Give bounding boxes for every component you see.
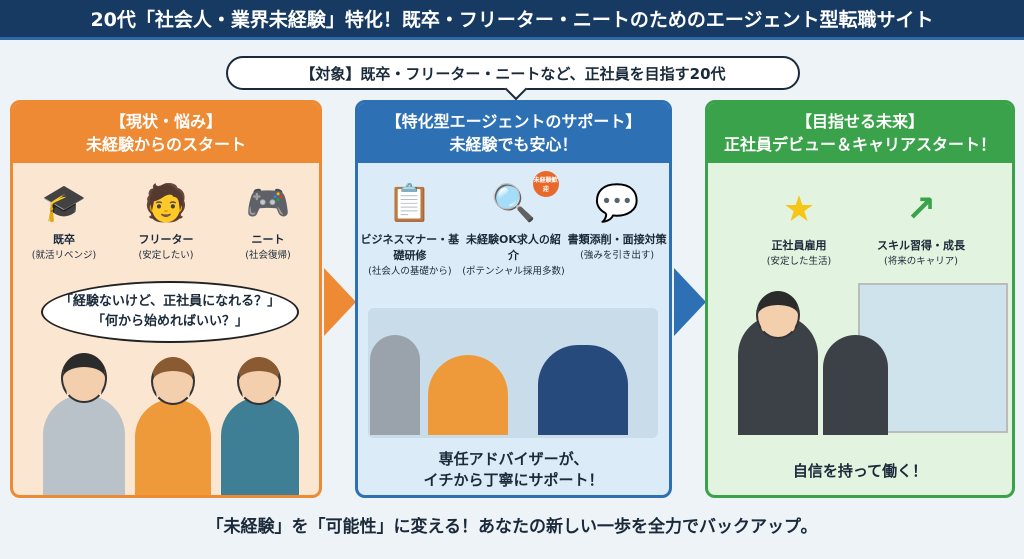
panel-agent-support: 【特化型エージェントのサポート】未経験でも安心！ 📋 ビジネスマナー・基礎研修 (社…: [355, 100, 672, 498]
growth-arrow-icon: ↗: [905, 188, 937, 230]
item-label: 未経験OK求人の紹介: [466, 233, 561, 262]
page-title: 20代「社会人・業界未経験」特化！既卒・フリーター・ニートのためのエージェント型…: [0, 0, 1024, 40]
panel-future: 【目指せる未来】正社員デビュー＆キャリアスタート！ ★ 正社員雇用 (安定した生活)…: [705, 100, 1015, 498]
welcome-badge: 未経験歓迎: [532, 171, 559, 197]
panel-heading: 【目指せる未来】: [795, 112, 924, 131]
bubble-line: 「経験ないけど、正社員になれる？」: [59, 294, 281, 309]
person-head: [61, 353, 107, 403]
search-icon: 🔍: [491, 183, 536, 224]
star-icon: ★: [782, 188, 816, 230]
item-freeter: 🧑 フリーター (安定したい): [116, 175, 217, 261]
client-illustration: [428, 355, 508, 435]
panel-subheading: 正社員デビュー＆キャリアスタート！: [723, 135, 996, 154]
graduation-cap-icon: 🎓: [41, 183, 87, 224]
item-job-introduction: 🔍未経験歓迎未経験OK求人の紹介 (ポテンシャル採用多数): [462, 171, 565, 277]
person-head: [756, 291, 800, 339]
arrow-right-icon: [674, 268, 706, 336]
item-label: ニート: [251, 233, 285, 246]
panel-heading: 【現状・悩み】: [109, 112, 222, 131]
person-head: [237, 357, 281, 405]
caption-line: イチから丁寧にサポート！: [423, 471, 604, 489]
worried-person-illustration: [135, 399, 211, 495]
panel-subheading: 未経験でも安心！: [449, 135, 578, 154]
caption-line: 専任アドバイザーが、: [438, 450, 589, 468]
item-label: スキル習得・成長: [877, 239, 965, 252]
target-audience-label: 【対象】既卒・フリーター・ニートなど、正社員を目指す20代: [226, 56, 800, 90]
interview-icon: 💬: [594, 183, 640, 224]
gamer-icon: 🎮: [245, 183, 291, 224]
support-caption: 専任アドバイザーが、イチから丁寧にサポート！: [358, 449, 669, 491]
item-full-time: ★ 正社員雇用 (安定した生活): [738, 181, 860, 268]
item-sub: (社会復帰): [245, 250, 291, 261]
employee-illustration: [823, 335, 888, 435]
person-head: [151, 357, 195, 405]
item-label: 書類添削・面接対策: [567, 233, 667, 246]
item-label: ビジネスマナー・基礎研修: [360, 233, 460, 262]
item-sub: (安定したい): [138, 250, 194, 261]
item-sub: (強みを引き出す): [580, 250, 655, 261]
panel-heading: 【特化型エージェントのサポート】: [385, 112, 642, 131]
clipboard-icon: 📋: [387, 183, 433, 224]
item-sub: (就活リベンジ): [31, 250, 97, 261]
panel-header: 【特化型エージェントのサポート】未経験でも安心！: [358, 103, 669, 163]
bubble-line: 「何から始めればいい？」: [91, 314, 248, 329]
client-illustration: [370, 335, 420, 435]
item-business-manner: 📋 ビジネスマナー・基礎研修 (社会人の基礎から): [359, 175, 462, 277]
item-label: 既卒: [53, 233, 75, 246]
worried-person-illustration: [221, 397, 299, 495]
item-neet: 🎮 ニート (社会復帰): [218, 175, 319, 261]
item-sub: (将来のキャリア): [884, 256, 958, 267]
item-kisotsu: 🎓 既卒 (就活リベンジ): [14, 175, 115, 261]
panel-header: 【目指せる未来】正社員デビュー＆キャリアスタート！: [708, 103, 1012, 163]
footer-tagline: 「未経験」を「可能性」に変える！あなたの新しい一歩を全力でバックアップ。: [206, 517, 818, 537]
panel-subheading: 未経験からのスタート: [85, 135, 246, 154]
future-caption: 自信を持って働く！: [792, 462, 928, 480]
person-icon: 🧑: [143, 183, 189, 224]
panel-current-situation: 【現状・悩み】未経験からのスタート 🎓 既卒 (就活リベンジ) 🧑 フリーター (安定し…: [10, 100, 322, 498]
thought-bubble: 「経験ないけど、正社員になれる？」「何から始めればいい？」: [41, 281, 299, 343]
item-sub: (ポテンシャル採用多数): [462, 266, 565, 277]
item-label: フリーター: [138, 233, 194, 246]
item-interview-prep: 💬 書類添削・面接対策 (強みを引き出す): [566, 175, 669, 277]
item-label: 正社員雇用: [771, 239, 827, 252]
panel-header: 【現状・悩み】未経験からのスタート: [13, 103, 319, 163]
arrow-right-icon: [324, 268, 356, 336]
item-sub: (社会人の基礎から): [368, 266, 452, 277]
worried-person-illustration: [43, 395, 125, 495]
item-growth: ↗ スキル習得・成長 (将来のキャリア): [860, 181, 982, 268]
item-sub: (安定した生活): [766, 256, 832, 267]
advisor-illustration: [538, 345, 628, 435]
